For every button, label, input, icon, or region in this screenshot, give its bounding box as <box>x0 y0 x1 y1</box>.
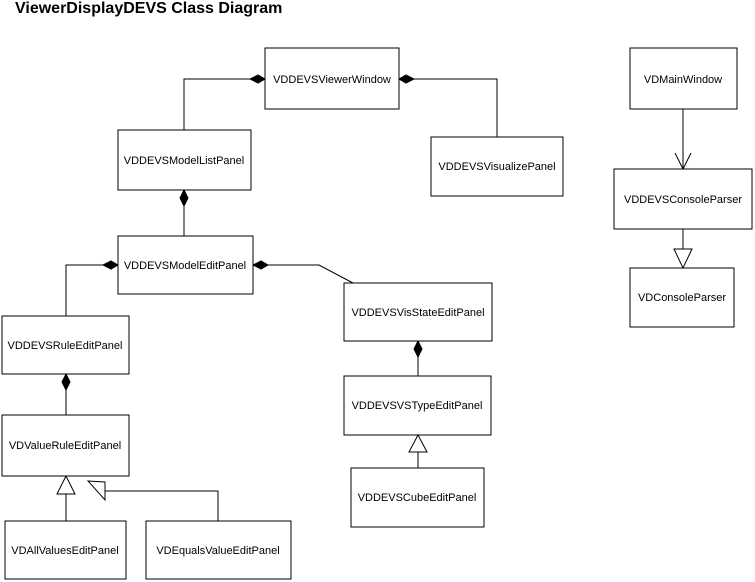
class-box-visualize-panel: VDDEVSVisualizePanel <box>430 136 564 197</box>
class-box-vs-type-edit-panel: VDDEVSVSTypeEditPanel <box>343 375 492 436</box>
class-box-equals-value-edit-panel: VDEqualsValueEditPanel <box>145 520 292 580</box>
composition-line-viewer-visualize <box>412 78 498 137</box>
composition-line-modeledit-rule <box>65 264 103 316</box>
class-name: VDDEVSModelListPanel <box>124 155 244 167</box>
class-box-model-list-panel: VDDEVSModelListPanel <box>117 129 252 191</box>
composition-diamond-icon <box>248 74 267 84</box>
inheritance-triangle-icon <box>86 480 106 502</box>
class-name: VDDEVSRuleEditPanel <box>8 340 123 352</box>
class-box-value-rule-edit-panel: VDValueRuleEditPanel <box>1 414 130 477</box>
class-name: VDEqualsValueEditPanel <box>156 545 279 557</box>
class-box-cube-edit-panel: VDDEVSCubeEditPanel <box>350 467 485 528</box>
class-box-rule-edit-panel: VDDEVSRuleEditPanel <box>1 315 130 375</box>
class-name: VDDEVSVisualizePanel <box>438 161 555 173</box>
class-name: VDDEVSConsoleParser <box>624 194 742 206</box>
class-name: VDValueRuleEditPanel <box>9 440 121 452</box>
class-box-viewer-window: VDDEVSViewerWindow <box>264 47 400 110</box>
class-box-main-window: VDMainWindow <box>629 47 738 110</box>
composition-diamond-icon <box>101 260 120 270</box>
class-box-console-parser: VDConsoleParser <box>629 267 735 328</box>
class-box-model-edit-panel: VDDEVSModelEditPanel <box>117 235 254 295</box>
composition-diamond-icon <box>179 188 189 208</box>
class-name: VDDEVSModelEditPanel <box>124 260 246 272</box>
class-name: VDMainWindow <box>644 74 722 86</box>
inheritance-line-equalsvalue-valuerule <box>105 490 219 521</box>
class-box-vis-state-edit-panel: VDDEVSVisStateEditPanel <box>343 282 493 342</box>
connectors <box>56 74 693 521</box>
composition-diamond-icon <box>397 74 416 84</box>
composition-diamond-icon <box>413 339 423 359</box>
composition-diamond-icon <box>251 260 270 270</box>
composition-line-viewer-modellist <box>183 78 255 130</box>
inheritance-triangle-icon <box>56 474 76 495</box>
class-box-all-values-edit-panel: VDAllValuesEditPanel <box>4 520 127 580</box>
class-name: VDDEVSCubeEditPanel <box>358 492 477 504</box>
diagram-title: ViewerDisplayDEVS Class Diagram <box>15 0 283 17</box>
inheritance-triangle-icon <box>408 433 428 453</box>
inheritance-triangle-icon <box>673 248 693 270</box>
class-name: VDDEVSVSTypeEditPanel <box>352 400 483 412</box>
class-name: VDConsoleParser <box>638 292 726 304</box>
class-name: VDDEVSViewerWindow <box>273 74 391 86</box>
class-name: VDAllValuesEditPanel <box>11 545 118 557</box>
class-box-devs-console-parser: VDDEVSConsoleParser <box>613 168 753 230</box>
composition-diamond-icon <box>61 372 71 392</box>
composition-line-modeledit-visstate <box>268 264 354 284</box>
class-name: VDDEVSVisStateEditPanel <box>351 307 484 319</box>
